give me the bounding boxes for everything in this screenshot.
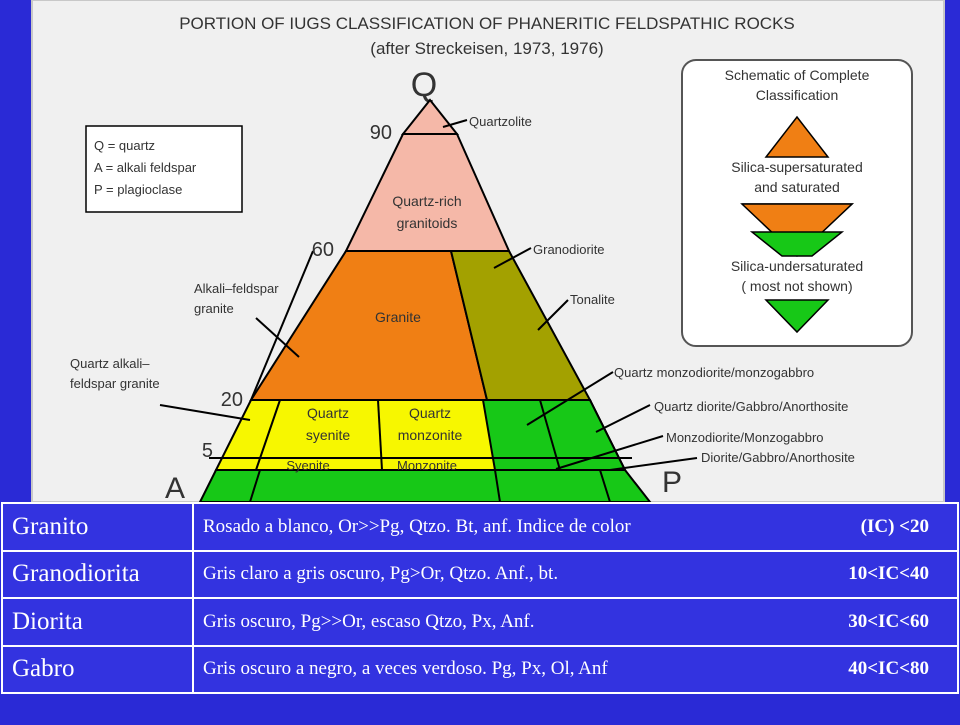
field-lower (198, 469, 653, 503)
scale-label-60: 60 (312, 239, 334, 261)
divider-lower-3 (599, 469, 611, 503)
rock-description-cell: Gris claro a gris oscuro, Pg>Or, Qtzo. A… (192, 549, 959, 599)
callout-diorite: Diorite/Gabbro/Anorthosite (701, 450, 855, 465)
diagram-title: PORTION OF IUGS CLASSIFICATION OF PHANER… (179, 14, 795, 33)
label-quartz-rich-1: Quartz-rich (392, 193, 461, 209)
rock-description-cell: Gris oscuro a negro, a veces verdoso. Pg… (192, 644, 959, 694)
rock-name: Granito (1, 502, 194, 552)
schematic-upper-label-2: and saturated (754, 179, 840, 195)
divider-alkali-granite (250, 250, 314, 401)
rock-description-cell: Rosado a blanco, Or>>Pg, Qtzo. Bt, anf. … (192, 502, 959, 552)
callout-alkali-feldspar-granite-2: granite (194, 301, 234, 316)
label-monzonite: Monzonite (397, 458, 457, 473)
schematic-title-2: Classification (756, 87, 838, 103)
table-row: Granito Rosado a blanco, Or>>Pg, Qtzo. B… (1, 502, 959, 552)
schematic-lower-label-2: ( most not shown) (741, 278, 852, 294)
rock-table: Granito Rosado a blanco, Or>>Pg, Qtzo. B… (1, 502, 959, 694)
color-index: 30<IC<60 (848, 610, 929, 632)
scale-label-90: 90 (370, 122, 392, 144)
schematic-upper-label-1: Silica-supersaturated (731, 159, 863, 175)
callout-tonalite: Tonalite (570, 292, 615, 307)
legend-p: P = plagioclase (94, 182, 182, 197)
schematic-upper-wedge (740, 203, 854, 258)
label-quartz-syenite-1: Quartz (307, 405, 349, 421)
schematic-box (681, 59, 913, 347)
rock-description: Rosado a blanco, Or>>Pg, Qtzo. Bt, anf. … (203, 515, 631, 537)
label-quartz-rich-2: granitoids (397, 215, 458, 231)
callout-monzodiorite: Monzodiorite/Monzogabbro (666, 430, 824, 445)
schematic-upper-triangle (764, 115, 830, 158)
schematic-lower-band (749, 231, 845, 257)
callout-quartzolite: Quartzolite (469, 114, 532, 129)
color-index: 10<IC<40 (848, 563, 929, 585)
rock-description: Gris oscuro, Pg>>Or, escaso Qtzo, Px, An… (203, 610, 535, 632)
callout-quartz-monzodiorite: Quartz monzodiorite/monzogabbro (614, 365, 814, 380)
divider-lower-2 (494, 469, 501, 503)
color-index: (IC) <20 (860, 515, 929, 537)
callout-quartz-diorite: Quartz diorite/Gabbro/Anorthosite (654, 399, 848, 414)
callout-alkali-feldspar-granite-1: Alkali–feldspar (194, 281, 279, 296)
legend-q: Q = quartz (94, 138, 155, 153)
label-quartz-monzonite-1: Quartz (409, 405, 451, 421)
rock-description: Gris claro a gris oscuro, Pg>Or, Qtzo. A… (203, 563, 559, 585)
rock-description-cell: Gris oscuro, Pg>>Or, escaso Qtzo, Px, An… (192, 597, 959, 647)
diagram-subtitle: (after Streckeisen, 1973, 1976) (370, 39, 603, 58)
rock-name: Gabro (1, 644, 194, 694)
label-syenite: Syenite (286, 458, 329, 473)
table-row: Diorita Gris oscuro, Pg>>Or, escaso Qtzo… (1, 597, 959, 647)
schematic-lower-label-1: Silica-undersaturated (731, 258, 863, 274)
callout-quartz-alkali-feldspar-granite-2: feldspar granite (70, 376, 160, 391)
callout-quartz-alkali-feldspar-granite-1: Quartz alkali– (70, 356, 150, 371)
color-index: 40<IC<80 (848, 658, 929, 680)
table-row: Gabro Gris oscuro a negro, a veces verdo… (1, 644, 959, 694)
divider-diorite (539, 399, 561, 471)
schematic-title-1: Schematic of Complete (725, 67, 870, 83)
legend-box (85, 125, 243, 213)
label-quartz-monzonite-2: monzonite (398, 427, 463, 443)
apex-label-p: P (662, 466, 682, 499)
rock-name: Granodiorita (1, 549, 194, 599)
label-quartz-syenite-2: syenite (306, 427, 351, 443)
legend-a: A = alkali feldspar (94, 160, 197, 175)
divider-lower-1 (249, 469, 261, 503)
apex-label-a: A (165, 472, 185, 505)
table-row: Granodiorita Gris claro a gris oscuro, P… (1, 549, 959, 599)
rock-description: Gris oscuro a negro, a veces verdoso. Pg… (203, 658, 608, 680)
rock-name: Diorita (1, 597, 194, 647)
scale-label-5: 5 (202, 440, 213, 462)
callout-granodiorite: Granodiorite (533, 242, 605, 257)
label-granite: Granite (375, 309, 421, 325)
apex-label-q: Q (411, 66, 437, 104)
schematic-lower-triangle (764, 299, 830, 334)
callout-leaders (159, 119, 698, 471)
scale-label-20: 20 (221, 389, 243, 411)
